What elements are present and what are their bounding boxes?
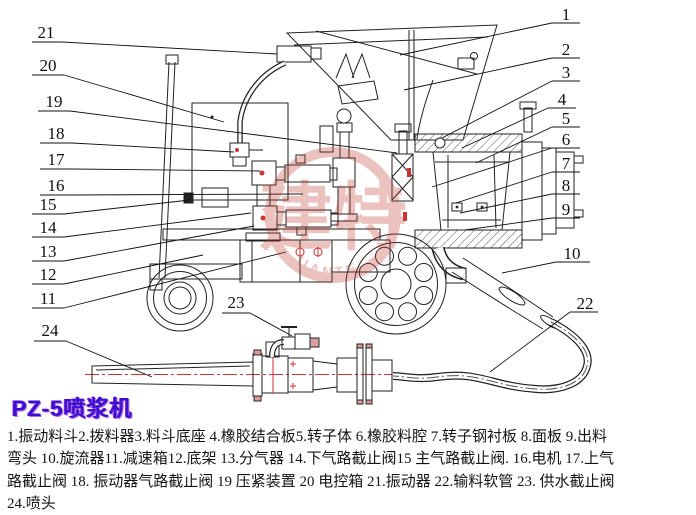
legend-line-2: 弯头 10.旋流器11.减速箱12.底架 13.分气器 14.下气路截止阀15 … [7,451,614,468]
delivery-hose [392,318,592,394]
callout-number-22: 22 [577,294,594,313]
callout-number-23: 23 [228,293,245,312]
leader-line-16 [71,193,304,196]
callout-number-6: 6 [562,130,571,149]
callout-number-7: 7 [562,154,571,173]
leader-line-4 [461,107,549,149]
leader-line-15 [63,199,191,215]
air-valve-cluster [183,154,339,236]
machine-diagram: 123456789102221201918171615141312112423 … [32,5,598,405]
callout-number-3: 3 [562,63,571,82]
leader-line-12 [63,254,204,285]
legend-line-1: 1.振动料斗2.拨料器3.料斗底座 4.橡胶结合板5.转子体 6.橡胶料腔 7.… [7,429,608,445]
callout-number-9: 9 [562,200,571,219]
legend-line-4: 24.喷头 [7,496,56,513]
watermark-characters: 建特 [259,178,407,260]
leader-line-2 [403,57,553,91]
leader-line-1 [399,22,553,56]
handle-bar [158,54,179,279]
leader-line-23 [249,312,293,337]
vibrator-air-hose [237,60,287,143]
leader-line-21 [61,41,278,55]
leader-line-13 [63,225,255,262]
rotor-assembly [403,101,584,249]
leader-line-20 [63,74,225,123]
callout-number-16: 16 [48,176,65,195]
leader-line-6 [431,147,553,188]
leader-line-11 [63,251,287,309]
callout-number-4: 4 [558,90,567,109]
callout-number-12: 12 [40,265,57,284]
callout-number-10: 10 [564,244,581,263]
callout-number-13: 13 [40,242,57,261]
leader-line-10 [501,261,557,274]
leader-line-17 [71,168,261,172]
callout-number-21: 21 [38,23,55,42]
callout-number-11: 11 [40,289,56,308]
callout-number-24: 24 [42,321,60,340]
leader-line-9 [464,217,553,231]
leader-line-3 [441,80,553,139]
leader-line-14 [63,212,252,238]
main-air-valve [330,108,358,222]
callout-number-8: 8 [562,176,571,195]
scraper [335,52,379,105]
nozzle-pipe-assembly [85,343,393,405]
right-wheel [345,233,447,335]
callout-number-1: 1 [562,5,571,24]
left-wheel [146,264,214,332]
watermark-stamp: 建特 JIANTE [259,147,407,283]
vibration-hopper [285,24,498,141]
leader-line-19 [69,110,398,154]
hopper-bracket [319,125,334,153]
vibrator-air-valve [229,142,263,167]
page-title: PZ-5喷浆机 [12,396,133,421]
callout-number-20: 20 [40,56,57,75]
callout-number-14: 14 [40,218,58,237]
callout-number-2: 2 [562,40,571,59]
water-supply-valve [265,326,320,358]
callout-number-5: 5 [562,109,571,128]
pressing-device-spring [391,123,414,202]
press-clamp [457,52,478,70]
callout-number-15: 15 [40,195,57,214]
leader-line-7 [455,171,553,204]
callout-number-19: 19 [46,92,63,111]
callout-number-17: 17 [48,150,66,169]
leader-line-24 [65,340,153,378]
leader-line-5 [475,126,553,164]
leader-line-22 [489,311,571,373]
legend-line-3: 路截止阀 18. 振动器气路截止阀 19 压紧装置 20 电控箱 21.振动器 … [7,473,615,490]
callout-number-18: 18 [48,124,65,143]
leader-line-8 [459,193,553,214]
control-box [191,102,289,201]
vibrator [276,45,322,63]
cyclone [451,257,560,330]
parts-legend: 1.振动料斗2.拨料器3.料斗底座 4.橡胶结合板5.转子体 6.橡胶料腔 7.… [7,426,693,515]
outlet-elbow [431,246,467,284]
leader-line-18 [71,142,235,153]
